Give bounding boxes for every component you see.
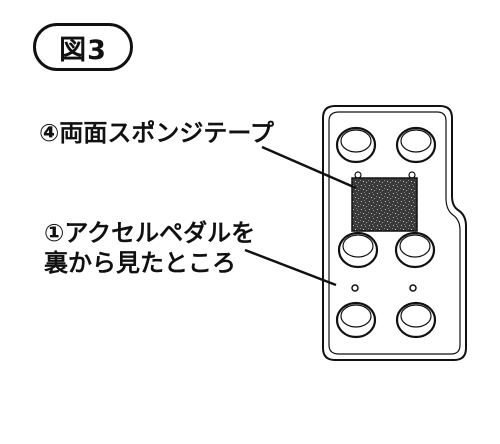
pad-bottom-left <box>335 301 377 339</box>
sponge-leader-line <box>261 145 357 190</box>
pad-top-left <box>335 126 377 164</box>
pedal-label-line2: 裏から見たところ <box>44 249 236 277</box>
pedal-label-line1: ①アクセルペダルを <box>44 219 256 247</box>
pedal-body-outline <box>322 105 467 361</box>
pad-middle-left <box>337 231 379 269</box>
figure-label-text: 図3 <box>59 34 107 66</box>
hole-left <box>351 284 359 292</box>
figure-label: 図3 <box>33 23 133 71</box>
pedal-body-rim <box>328 111 461 355</box>
pad-top-right <box>395 126 437 164</box>
pad-middle-right <box>394 231 436 269</box>
sponge-tape-label: ④両面スポンジテープ <box>39 119 274 147</box>
sponge-tape <box>351 177 418 232</box>
hole-right <box>409 284 417 292</box>
pedal-leader-line <box>244 248 337 287</box>
pad-bottom-right <box>395 301 437 339</box>
pedal-label: ①アクセルペダルを 裏から見たところ <box>44 218 255 278</box>
